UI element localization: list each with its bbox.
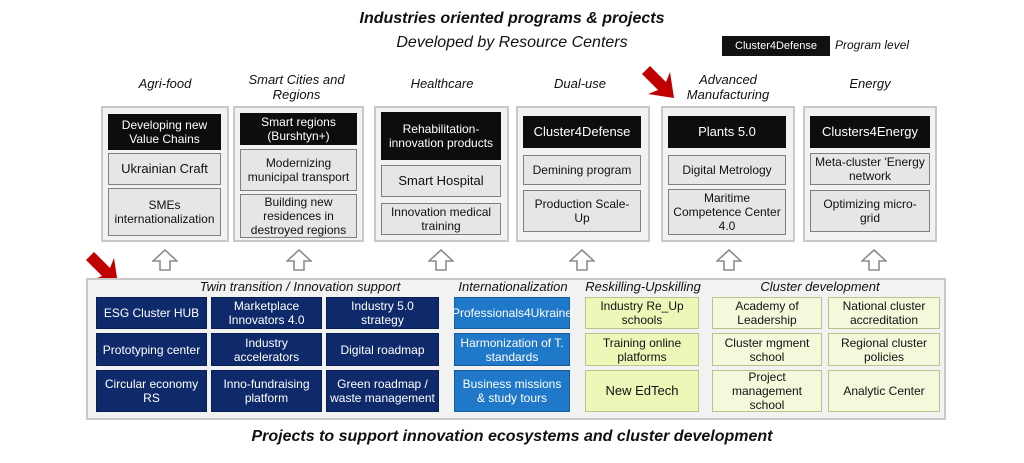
- intl-item: Professionals4Ukraine: [452, 297, 572, 329]
- project-box: Demining program: [523, 155, 641, 185]
- twin-item: Inno-fundraising platform: [211, 370, 322, 412]
- section-label-internationalization: Internationalization: [458, 279, 568, 294]
- cluster-item: Academy of Leadership: [712, 297, 822, 329]
- project-box: Smart Hospital: [381, 165, 501, 197]
- twin-item: ESG Cluster HUB: [96, 297, 207, 329]
- red-arrow-icon: [642, 66, 674, 98]
- project-box: Modernizing municipal transport: [240, 149, 357, 191]
- cluster-item: Analytic Center: [828, 370, 940, 412]
- cluster-item: Cluster mgment school: [712, 333, 822, 366]
- reskill-item: Industry Re_Up schools: [585, 297, 699, 329]
- project-box: Meta-cluster 'Energy network: [810, 153, 930, 185]
- project-box: Innovation medical training: [381, 203, 501, 235]
- category-advanced-manufacturing: Advanced Manufacturing: [686, 72, 770, 102]
- project-box: SMEs internationalization: [108, 188, 221, 236]
- program-box: Developing new Value Chains: [108, 114, 221, 150]
- section-label-twin-transition: Twin transition / Innovation support: [199, 279, 401, 294]
- program-box: Plants 5.0: [668, 116, 786, 148]
- twin-item: Prototyping center: [96, 333, 207, 366]
- bottom-title: Projects to support innovation ecosystem…: [251, 428, 773, 445]
- page-title: Industries oriented programs & projects: [359, 10, 665, 27]
- program-box: Smart regions (Burshtyn+): [240, 113, 357, 145]
- twin-item: Industry 5.0 strategy: [326, 297, 439, 329]
- twin-item: Digital roadmap: [326, 333, 439, 366]
- up-arrow-icon: [152, 249, 178, 271]
- cluster-item: Regional cluster policies: [828, 333, 940, 366]
- project-box: Ukrainian Craft: [108, 153, 221, 185]
- reskill-item: Training online platforms: [585, 333, 699, 366]
- category-agri-food: Agri-food: [138, 76, 192, 91]
- twin-item: Circular economy RS: [96, 370, 207, 412]
- program-box: Clusters4Energy: [810, 116, 930, 148]
- page-subtitle: Developed by Resource Centers: [396, 34, 628, 51]
- up-arrow-icon: [861, 249, 887, 271]
- project-box: Optimizing micro-grid: [810, 190, 930, 232]
- legend-program-box: Cluster4Defense: [722, 36, 830, 56]
- project-box: Maritime Competence Center 4.0: [668, 189, 786, 235]
- up-arrow-icon: [716, 249, 742, 271]
- program-box: Rehabilitation-innovation products: [381, 112, 501, 160]
- project-box: Building new residences in destroyed reg…: [240, 194, 357, 238]
- category-smart-cities: Smart Cities and Regions: [248, 72, 345, 102]
- section-label-reskilling: Reskilling-Upskilling: [585, 279, 701, 294]
- category-dual-use: Dual-use: [553, 76, 607, 91]
- cluster-item: National cluster accreditation: [828, 297, 940, 329]
- project-box: Digital Metrology: [668, 155, 786, 185]
- program-box: Cluster4Defense: [523, 116, 641, 148]
- red-arrow-icon: [86, 252, 118, 284]
- twin-item: Green roadmap / waste management: [326, 370, 439, 412]
- intl-item: Business missions & study tours: [454, 370, 570, 412]
- category-healthcare: Healthcare: [410, 76, 474, 91]
- twin-item: Industry accelerators: [211, 333, 322, 366]
- section-label-cluster-development: Cluster development: [760, 279, 880, 294]
- twin-item: Marketplace Innovators 4.0: [211, 297, 322, 329]
- reskill-item: New EdTech: [585, 370, 699, 412]
- category-energy: Energy: [849, 76, 891, 91]
- project-box: Production Scale-Up: [523, 190, 641, 232]
- cluster-item: Project management school: [712, 370, 822, 412]
- up-arrow-icon: [569, 249, 595, 271]
- up-arrow-icon: [286, 249, 312, 271]
- intl-item: Harmonization of T. standards: [454, 333, 570, 366]
- up-arrow-icon: [428, 249, 454, 271]
- legend-program-label: Program level: [835, 38, 910, 52]
